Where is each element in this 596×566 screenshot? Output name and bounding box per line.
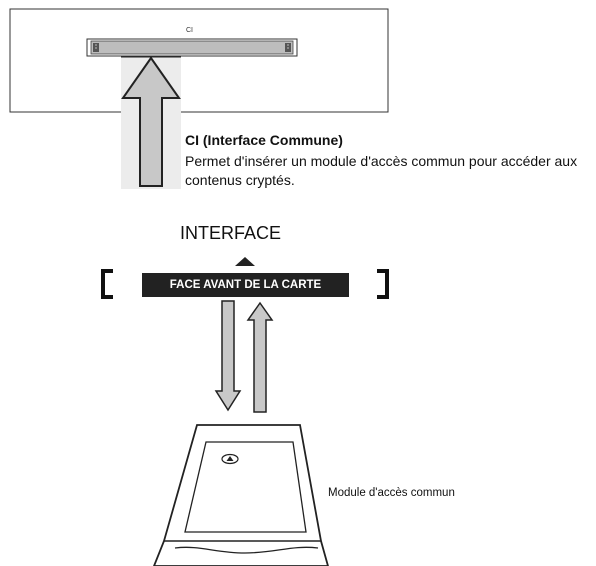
ci-slot	[86, 38, 298, 57]
insert-up-arrow-icon	[121, 56, 181, 187]
remove-up-arrow-icon	[246, 301, 274, 413]
left-bracket-icon	[101, 269, 113, 299]
ci-title: CI (Interface Commune)	[185, 132, 343, 148]
ca-module-card-icon	[153, 424, 329, 566]
insert-down-arrow-icon	[214, 300, 242, 412]
interface-pointer-icon	[235, 257, 255, 266]
tv-panel-outline	[9, 8, 389, 113]
interface-label: INTERFACE	[180, 223, 282, 243]
ci-slot-label: CI	[186, 27, 193, 34]
module-label: Module d'accès commun	[328, 487, 455, 499]
right-bracket-icon	[377, 269, 389, 299]
card-face-label: FACE AVANT DE LA CARTE	[142, 273, 349, 297]
ci-description: Permet d'insérer un module d'accès commu…	[185, 153, 578, 188]
